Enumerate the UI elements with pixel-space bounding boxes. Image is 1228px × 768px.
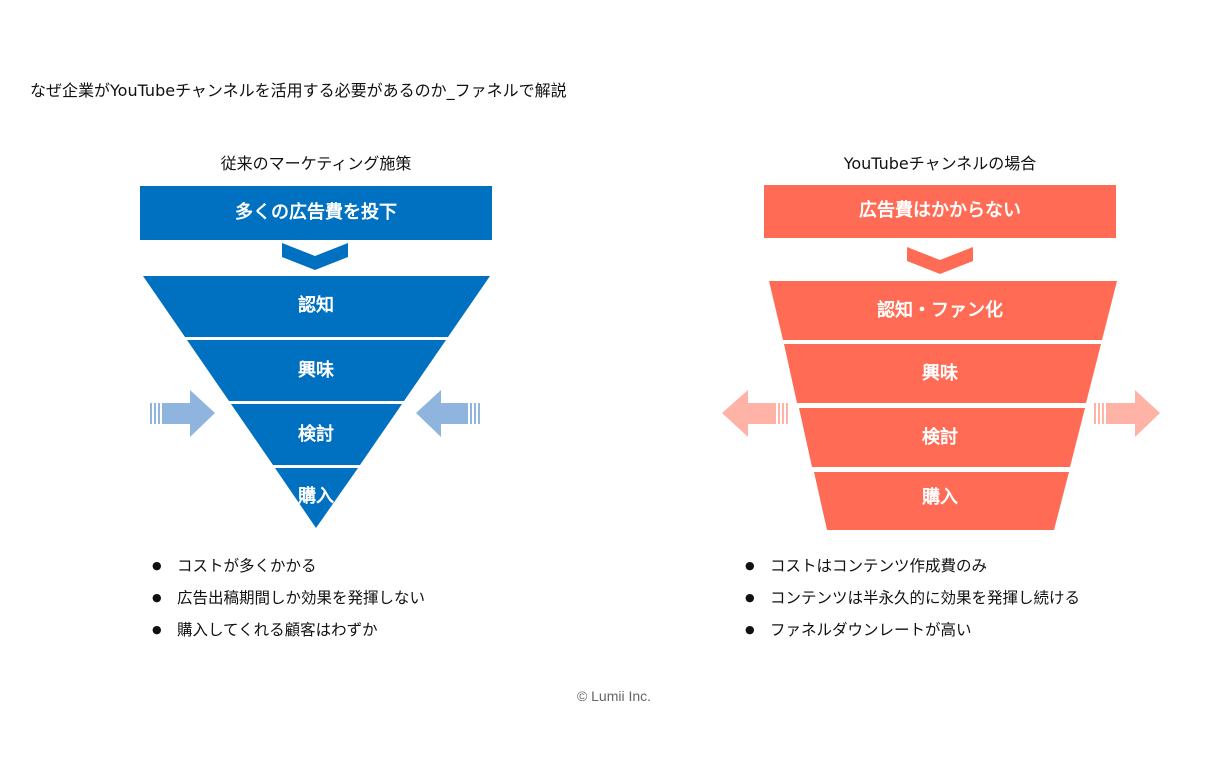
list-item: コストはコンテンツ作成費のみ [745,550,1080,582]
stage-label: 認知 [298,294,334,316]
left-heading: 従来のマーケティング施策 [220,154,412,173]
funnel-stage [814,472,1069,530]
arrow-left-icon [722,390,788,437]
youtube-funnel: 広告費はかからない 認知・ファン化 興味 検討 購入 [722,185,1160,530]
chevron-down-icon [282,243,348,270]
right-heading: YouTubeチャンネルの場合 [843,154,1037,173]
right-bullet-list: コストはコンテンツ作成費のみ コンテンツは半永久的に効果を発揮し続ける ファネル… [745,550,1080,646]
stage-label: 購入 [921,486,958,508]
funnel-stage [275,468,358,528]
chevron-down-icon [907,247,973,274]
top-box-label: 多くの広告費を投下 [235,201,397,223]
funnel-stage [784,344,1101,403]
copyright: © Lumii Inc. [576,688,652,704]
top-box [140,186,492,240]
list-item: コンテンツは半永久的に効果を発揮し続ける [745,582,1080,614]
stage-label: 認知・ファン化 [877,299,1003,321]
list-item: 購入してくれる顧客はわずか [152,614,425,646]
list-item: ファネルダウンレートが高い [745,614,1080,646]
funnel-stage [187,340,446,401]
stage-label: 興味 [298,359,334,381]
funnel-stage [799,408,1085,467]
stage-label: 検討 [922,426,958,448]
page-title: なぜ企業がYouTubeチャンネルを活用する必要があるのか_ファネルで解説 [30,81,567,100]
top-box-label: 広告費はかからない [859,199,1021,221]
left-bullet-list: コストが多くかかる 広告出稿期間しか効果を発揮しない 購入してくれる顧客はわずか [152,550,425,646]
list-item: 広告出稿期間しか効果を発揮しない [152,582,425,614]
funnel-stage [231,404,402,465]
top-box [764,185,1116,238]
stage-label: 購入 [297,485,334,507]
funnel-stage [143,276,490,337]
arrow-right-icon [150,390,215,437]
stage-label: 検討 [298,423,334,445]
traditional-funnel: 多くの広告費を投下 認知 興味 検討 購入 [140,186,492,528]
list-item: コストが多くかかる [152,550,425,582]
arrow-left-icon [416,390,480,437]
stage-label: 興味 [922,362,958,384]
funnel-stage [769,281,1117,340]
arrow-right-icon [1094,390,1160,437]
